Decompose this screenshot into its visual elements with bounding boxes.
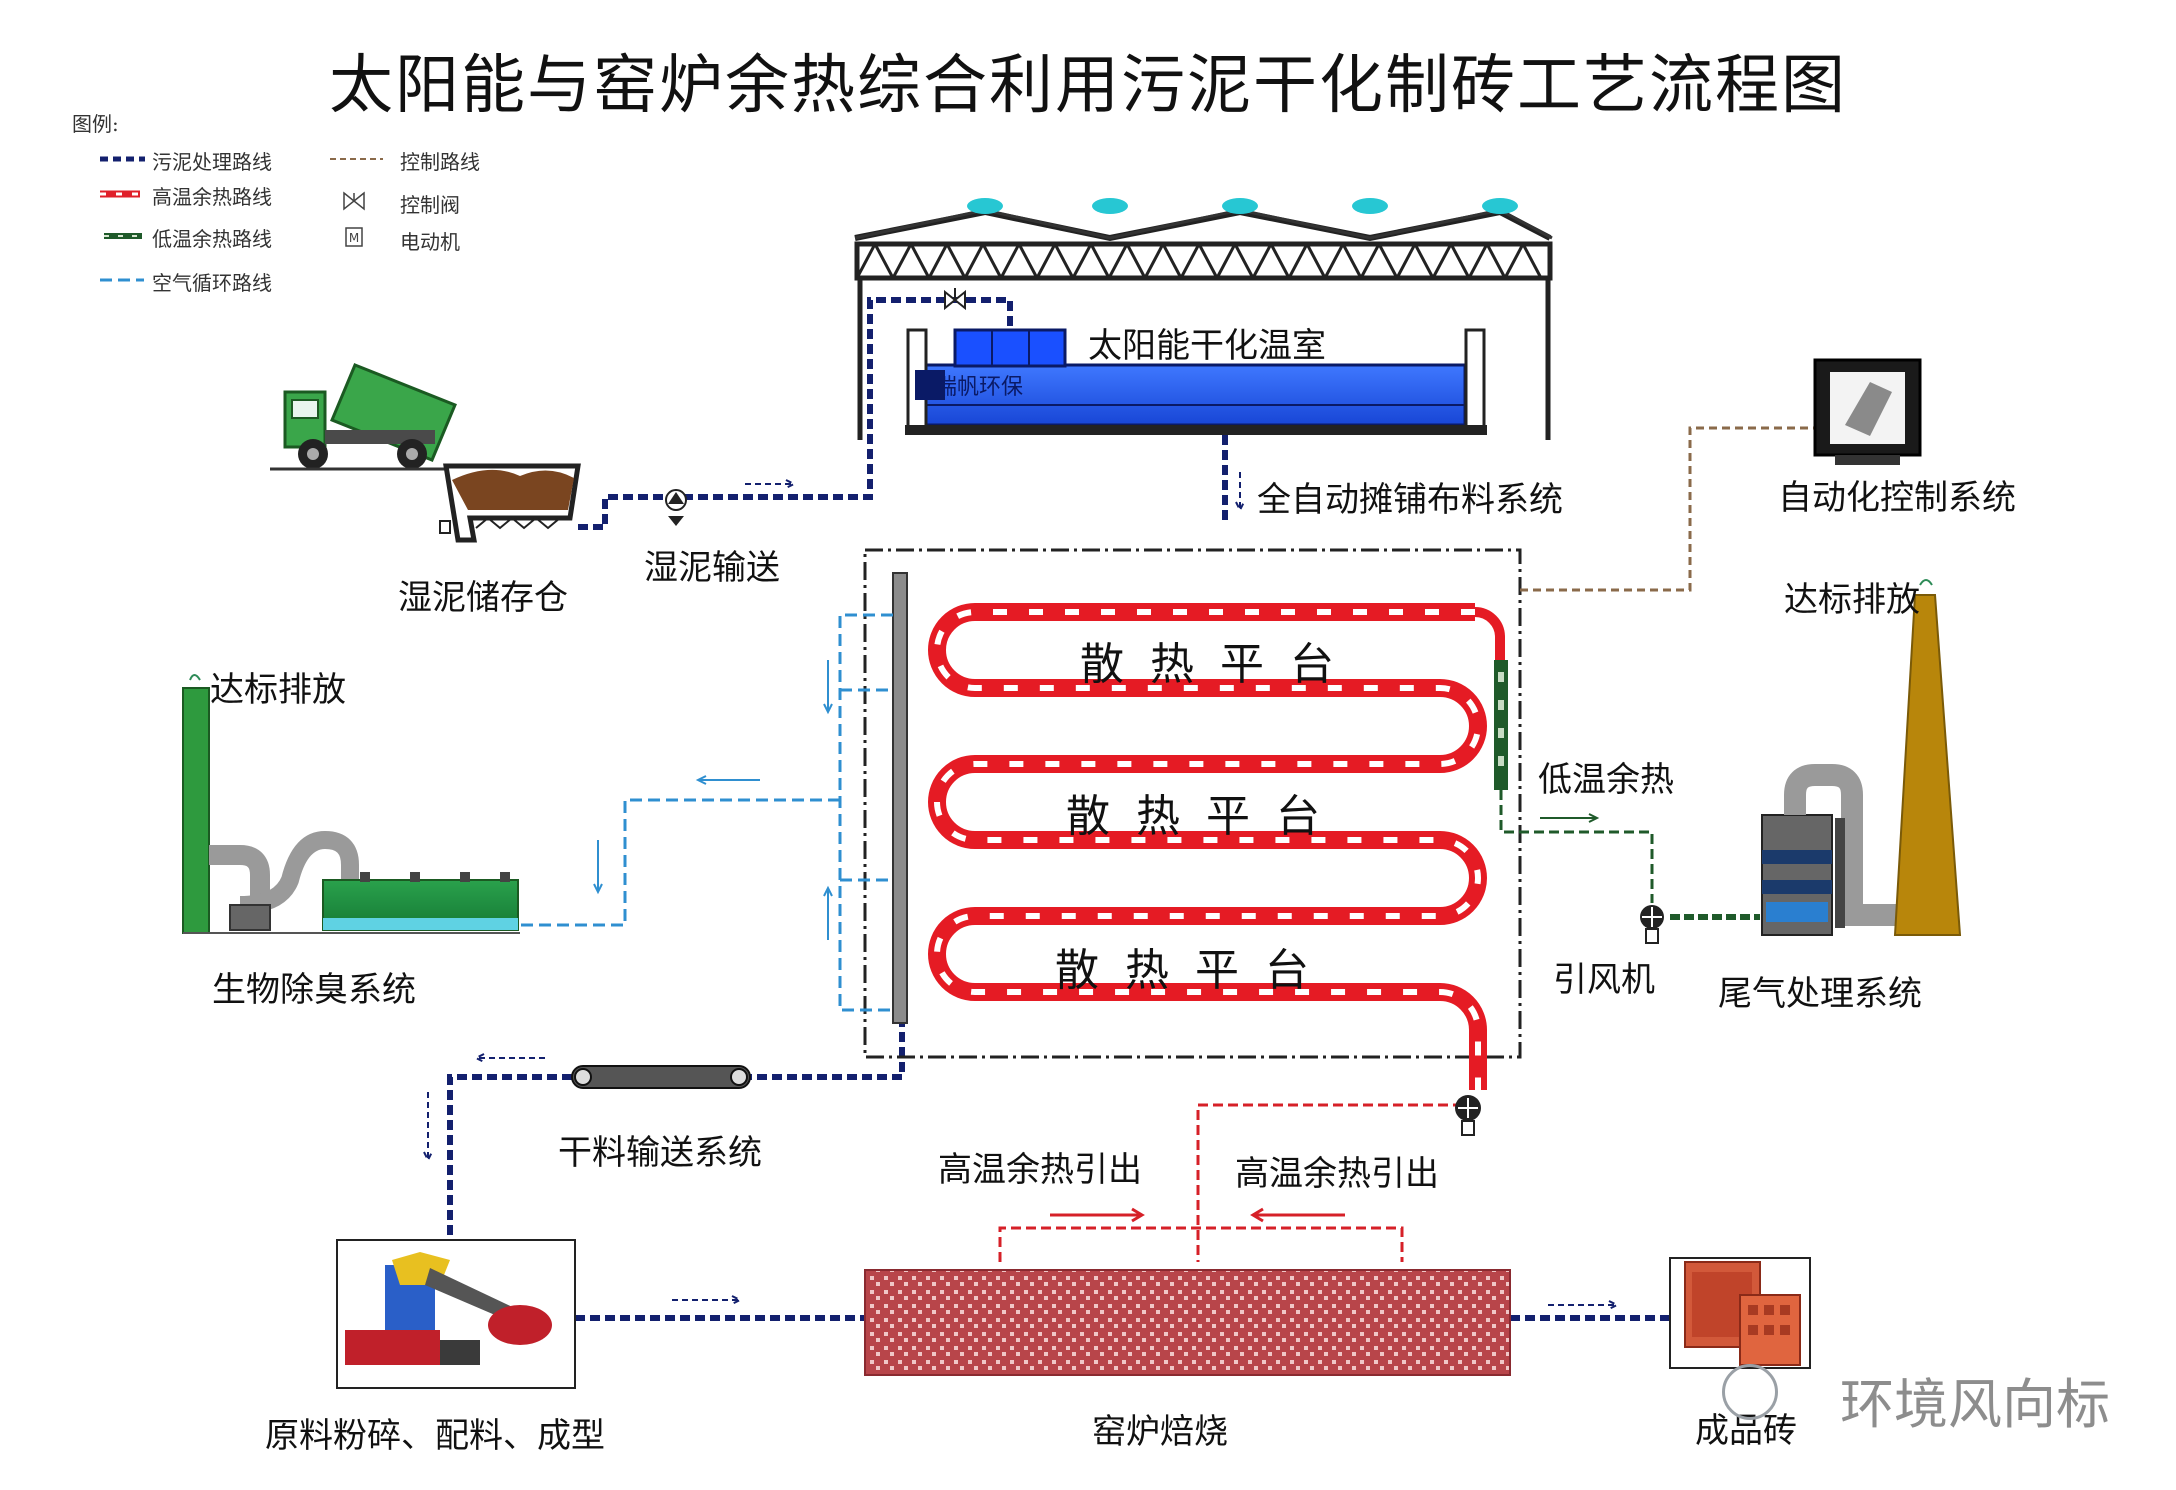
kiln-label: 窑炉焙烧 <box>1092 1412 1228 1452</box>
legend-sludge-label: 污泥处理路线 <box>152 150 272 174</box>
dry-conveyor-icon <box>571 1065 751 1089</box>
low-heat-label: 低温余热 <box>1538 760 1674 800</box>
air-flow-arrows <box>593 660 833 940</box>
crushing-label: 原料粉碎、配料、成型 <box>265 1416 605 1456</box>
legend-air-label: 空气循环路线 <box>152 271 272 295</box>
watermark: 环境风向标 <box>1840 1373 2110 1436</box>
page-title: 太阳能与窑炉余热综合利用污泥干化制砖工艺流程图 <box>329 49 1847 123</box>
high-heat-label-1: 高温余热引出 <box>938 1150 1142 1190</box>
bio-deodorization-icon <box>182 674 520 934</box>
kiln-icon <box>864 1269 1511 1376</box>
legend: M <box>100 156 383 282</box>
valve-icon <box>944 288 966 311</box>
high-heat-serpentine <box>928 603 1505 1090</box>
high-heat-extraction-route <box>998 1103 1478 1262</box>
drying-hall-frame <box>863 548 1522 1059</box>
right-chimney-icon <box>1893 579 1962 936</box>
air-circulation-route <box>520 613 893 1012</box>
platform-label-3: 散热平台 <box>1055 945 1335 996</box>
heat-flow-arrows <box>1050 1207 1345 1223</box>
sludge-pump-icon <box>665 489 687 526</box>
spreading-label: 全自动摊铺布料系统 <box>1257 480 1563 520</box>
solar-greenhouse <box>854 198 1553 440</box>
sludge-flow-arrows <box>423 472 1620 1310</box>
greenhouse-label: 太阳能干化温室 <box>1088 326 1326 366</box>
svg-text:M: M <box>349 231 359 245</box>
fan-label: 引风机 <box>1553 960 1655 1000</box>
wet-sludge-storage-icon <box>439 463 581 543</box>
exhaust-treatment-icon <box>1761 764 1900 936</box>
discharge-right-label: 达标排放 <box>1784 580 1920 620</box>
brick-machine-icon <box>336 1239 576 1389</box>
legend-low-heat-label: 低温余热路线 <box>152 227 272 251</box>
legend-motor-label: 电动机 <box>400 230 460 254</box>
spreader-rail <box>892 572 908 1024</box>
computer-monitor-icon <box>1813 358 1922 465</box>
fan-icon <box>1455 1095 1481 1136</box>
discharge-left-label: 达标排放 <box>210 670 346 710</box>
dump-truck-icon <box>270 363 460 471</box>
legend-control-label: 控制路线 <box>400 150 480 174</box>
exhaust-label: 尾气处理系统 <box>1718 974 1922 1014</box>
finished-brick-icon <box>1669 1257 1811 1369</box>
wechat-logo-icon <box>1722 1364 1778 1420</box>
low-heat-route <box>1494 660 1760 920</box>
control-system-label: 自动化控制系统 <box>1778 478 2016 518</box>
wet-transport-label: 湿泥输送 <box>644 548 780 588</box>
control-route <box>1520 426 1825 592</box>
induced-fan-icon <box>1640 905 1664 944</box>
legend-valve-label: 控制阀 <box>400 193 460 217</box>
legend-heading: 图例: <box>72 112 119 136</box>
wet-storage-label: 湿泥储存仓 <box>398 578 568 618</box>
motor-icon: M <box>345 227 363 247</box>
deodor-label: 生物除臭系统 <box>212 970 416 1010</box>
valve-icon <box>343 191 365 211</box>
dry-transport-label: 干料输送系统 <box>558 1133 762 1173</box>
platform-label-1: 散热平台 <box>1080 639 1360 690</box>
greenhouse-brand: 瑞帆环保 <box>935 375 1024 400</box>
platform-label-2: 散热平台 <box>1066 791 1346 842</box>
high-heat-label-2: 高温余热引出 <box>1235 1154 1439 1194</box>
legend-high-heat-label: 高温余热路线 <box>152 185 272 209</box>
